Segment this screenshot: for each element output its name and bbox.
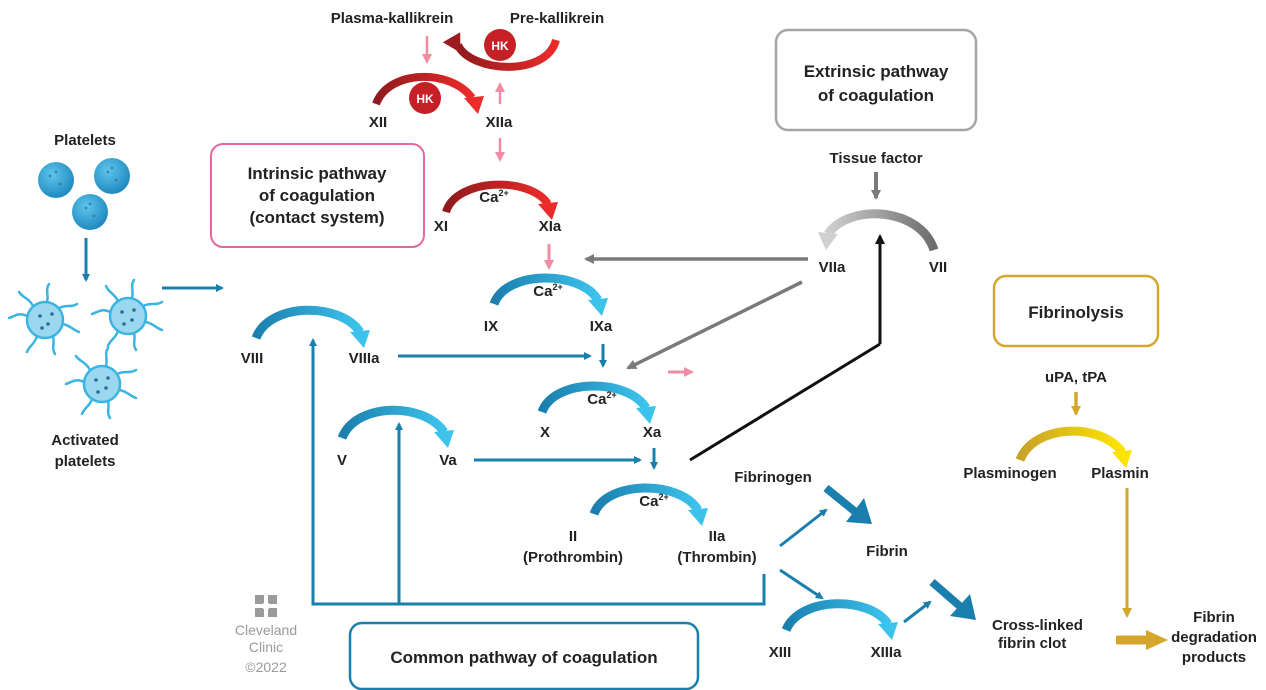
fibrinolysis-title: Fibrinolysis <box>1028 303 1123 322</box>
activated-platelets-label-2: platelets <box>55 453 116 470</box>
factor-vii-label: VII <box>929 259 947 276</box>
fibrin-label: Fibrin <box>866 543 908 560</box>
ca-label-x: Ca2+ <box>587 390 616 408</box>
plasminogen-label: Plasminogen <box>963 465 1056 482</box>
activated-platelet-icon <box>7 278 164 420</box>
fibrinolysis-box: Fibrinolysis <box>992 274 1160 348</box>
ca-label-ix: Ca2+ <box>533 282 562 300</box>
vii-cycle: Tissue factor VIIa VII <box>584 150 947 370</box>
thrombin-feedback-lines <box>309 338 766 606</box>
activated-platelets-label-1: Activated <box>51 432 119 449</box>
upa-tpa-label: uPA, tPA <box>1045 369 1107 386</box>
logo-line1: Cleveland <box>235 622 297 638</box>
intrinsic-title-line1: Intrinsic pathway <box>248 164 387 183</box>
factor-ixa-label: IXa <box>590 318 613 335</box>
viii-cycle: VIII VIIIa <box>241 305 592 367</box>
svg-text:HK: HK <box>416 92 434 106</box>
factor-ix-label: IX <box>484 318 498 335</box>
plasma-kallikrein-label: Plasma-kallikrein <box>331 10 454 27</box>
extrinsic-title-line2: of coagulation <box>818 86 934 105</box>
ii-cycle: Ca2+ II (Prothrombin) IIa (Thrombin) <box>523 483 757 566</box>
logo-line2: Clinic <box>249 639 283 655</box>
xiii-cycle: XIII XIIIa <box>769 599 932 661</box>
common-title: Common pathway of coagulation <box>390 648 657 667</box>
crosslinked-label-1: Cross-linked <box>992 617 1083 634</box>
factor-iia-label: IIa <box>709 528 726 545</box>
intrinsic-title-line3: (contact system) <box>249 208 384 227</box>
logo-year: ©2022 <box>245 659 287 675</box>
crosslinked-label-2: fibrin clot <box>998 635 1066 652</box>
pre-kallikrein-label: Pre-kallikrein <box>510 10 604 27</box>
platelets-label: Platelets <box>54 132 116 149</box>
x-cycle: Ca2+ X Xa <box>537 381 662 470</box>
fibrin-branch: Fibrinogen Fibrin Cross-linked fibrin cl… <box>734 469 1083 652</box>
factor-xiii-label: XIII <box>769 644 792 661</box>
ca-label-ii: Ca2+ <box>639 492 668 510</box>
factor-xiia-label: XIIa <box>486 114 513 131</box>
fibrinogen-label: Fibrinogen <box>734 469 812 486</box>
factor-ii-label: II <box>569 528 577 545</box>
plasmin-label: Plasmin <box>1091 465 1149 482</box>
hk-badge-top <box>484 29 516 61</box>
svg-text:HK: HK <box>491 39 509 53</box>
intrinsic-pathway-box: Intrinsic pathway of coagulation (contac… <box>210 143 425 248</box>
fdp-label-1: Fibrin <box>1193 609 1235 626</box>
v-cycle: V Va <box>337 405 642 469</box>
xi-cycle: Ca2+ XI XIa <box>434 180 562 270</box>
fdp-label-3: products <box>1182 649 1246 666</box>
extrinsic-pathway-box: Extrinsic pathway of coagulation <box>774 28 978 132</box>
factor-viia-label: VIIa <box>819 259 846 276</box>
kallikrein-cycle: HK Plasma-kallikrein Pre-kallikrein HK X… <box>331 10 604 162</box>
intrinsic-title-line2: of coagulation <box>259 186 375 205</box>
platelet-icon <box>38 158 130 230</box>
factor-viiia-label: VIIIa <box>349 350 381 367</box>
factor-xii-label: XII <box>369 114 387 131</box>
prothrombin-label: (Prothrombin) <box>523 549 623 566</box>
cleveland-clinic-mark-icon <box>255 595 277 617</box>
factor-x-label: X <box>540 424 550 441</box>
factor-v-label: V <box>337 452 347 469</box>
factor-xiiia-label: XIIIa <box>871 644 903 661</box>
factor-viii-label: VIII <box>241 350 264 367</box>
xa-feedback-line <box>689 342 881 462</box>
hk-badge-mid <box>409 82 441 114</box>
factor-va-label: Va <box>439 452 457 469</box>
thrombin-label: (Thrombin) <box>677 549 756 566</box>
platelets-section: Platelets <box>7 132 224 470</box>
extrinsic-title-line1: Extrinsic pathway <box>804 62 949 81</box>
factor-xi-label: XI <box>434 218 448 235</box>
fibrinolysis-pathway: uPA, tPA Plasminogen Plasmin Fibrin degr… <box>963 369 1257 666</box>
factor-xa-label: Xa <box>643 424 662 441</box>
ix-cycle: Ca2+ IX IXa <box>484 273 613 368</box>
fdp-label-2: degradation <box>1171 629 1257 646</box>
ca-label-xi: Ca2+ <box>479 188 508 206</box>
tissue-factor-label: Tissue factor <box>829 150 922 167</box>
factor-xia-label: XIa <box>539 218 562 235</box>
common-pathway-box: Common pathway of coagulation <box>348 621 700 690</box>
cleveland-clinic-logo: Cleveland Clinic ©2022 <box>235 595 297 675</box>
